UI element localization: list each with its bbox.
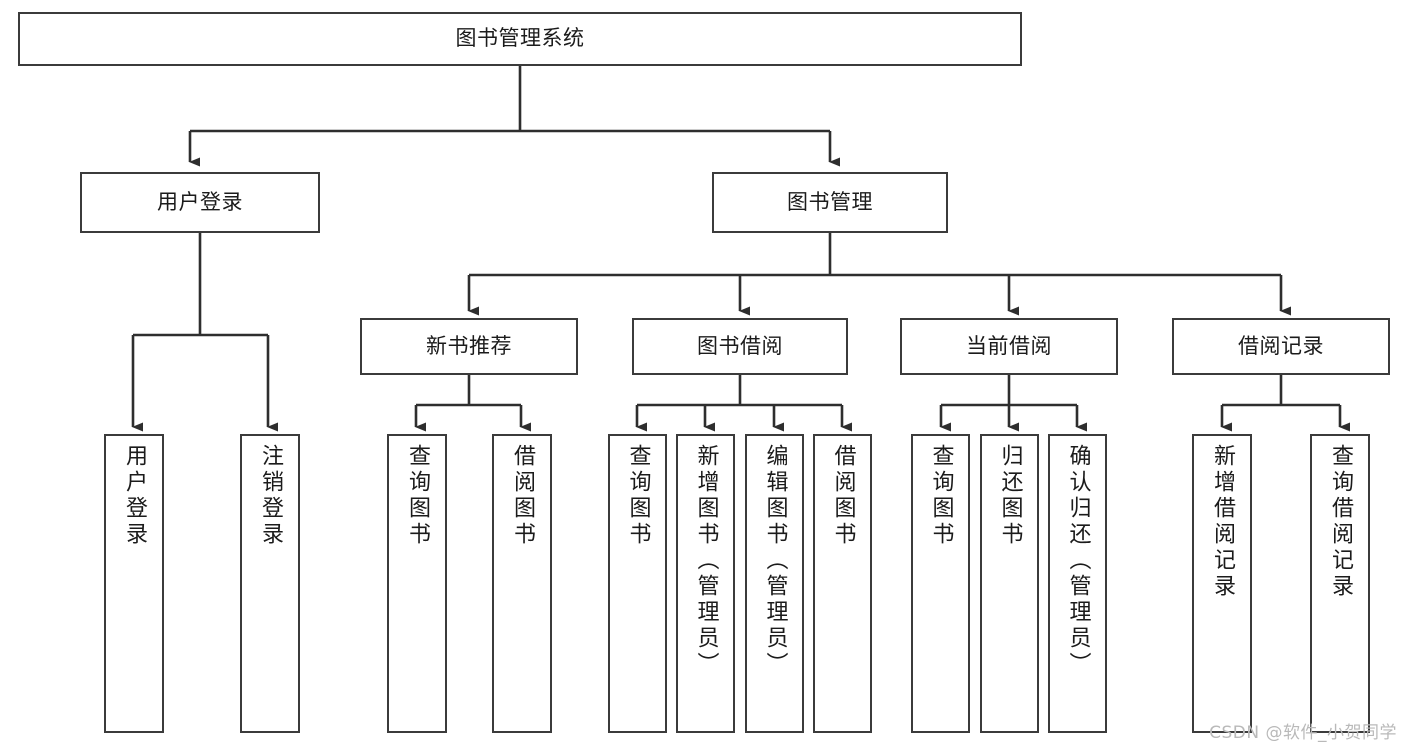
node-book-management[interactable]: 图书管理 [712, 172, 948, 233]
node-label: 编辑图书（管理员） [762, 444, 788, 678]
node-label: 归还图书 [997, 444, 1023, 548]
node-label: 用户登录 [122, 444, 147, 548]
node-label: 借阅图书 [510, 444, 535, 548]
node-label: 新增图书（管理员） [693, 444, 719, 678]
leaf-edit-book[interactable]: 编辑图书（管理员） [745, 434, 804, 733]
node-user-login[interactable]: 用户登录 [80, 172, 320, 233]
node-label: 新书推荐 [426, 333, 512, 358]
node-root-book-management-system[interactable]: 图书管理系统 [18, 12, 1022, 66]
leaf-borrow-book-recommend[interactable]: 借阅图书 [492, 434, 552, 733]
watermark: CSDN @软件_小贺同学 [1209, 723, 1397, 743]
node-label: 确认归还（管理员） [1065, 444, 1091, 678]
leaf-query-book-borrow[interactable]: 查询图书 [608, 434, 667, 733]
node-label: 借阅图书 [830, 444, 856, 548]
leaf-confirm-return[interactable]: 确认归还（管理员） [1048, 434, 1107, 733]
leaf-return-book[interactable]: 归还图书 [980, 434, 1039, 733]
node-label: 用户登录 [157, 189, 243, 214]
node-borrow-record[interactable]: 借阅记录 [1172, 318, 1390, 375]
leaf-query-book-current[interactable]: 查询图书 [911, 434, 970, 733]
node-current-borrow[interactable]: 当前借阅 [900, 318, 1118, 375]
leaf-query-book-recommend[interactable]: 查询图书 [387, 434, 447, 733]
node-label: 注销登录 [258, 444, 283, 548]
node-new-book-recommend[interactable]: 新书推荐 [360, 318, 578, 375]
leaf-borrow-book[interactable]: 借阅图书 [813, 434, 872, 733]
node-label: 新增借阅记录 [1210, 444, 1235, 600]
node-label: 图书管理 [787, 189, 873, 214]
node-label: 查询图书 [405, 444, 430, 548]
node-label: 查询图书 [928, 444, 954, 548]
leaf-user-login[interactable]: 用户登录 [104, 434, 164, 733]
leaf-query-borrow-record[interactable]: 查询借阅记录 [1310, 434, 1370, 733]
node-label: 图书借阅 [697, 333, 783, 358]
node-book-borrow[interactable]: 图书借阅 [632, 318, 848, 375]
leaf-logout-login[interactable]: 注销登录 [240, 434, 300, 733]
node-label: 图书管理系统 [455, 26, 585, 51]
node-label: 查询图书 [625, 444, 651, 548]
node-label: 查询借阅记录 [1328, 444, 1353, 600]
leaf-add-book[interactable]: 新增图书（管理员） [676, 434, 735, 733]
leaf-add-borrow-record[interactable]: 新增借阅记录 [1192, 434, 1252, 733]
node-label: 当前借阅 [966, 333, 1052, 358]
node-label: 借阅记录 [1238, 333, 1324, 358]
